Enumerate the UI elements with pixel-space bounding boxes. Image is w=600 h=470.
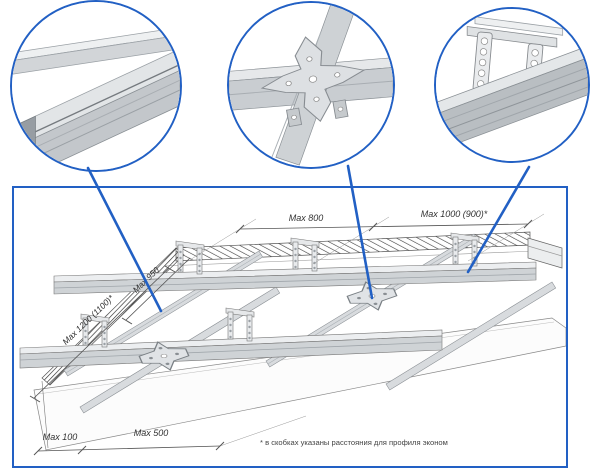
assembly-drawing-frame: Max 800 Max 1000 (900)* Max 1200 (1100)*… — [12, 186, 568, 468]
hanger — [450, 232, 480, 267]
detail-circle-crab-connector — [227, 1, 395, 169]
detail-circle-anchor-hanger — [434, 7, 590, 163]
anchor-hanger-icon — [436, 9, 588, 161]
dimension-top: Max 800 Max 1000 (900)* — [235, 209, 533, 234]
ceiling-assembly-drawing: Max 800 Max 1000 (900)* Max 1200 (1100)*… — [19, 209, 566, 456]
gypsum-board — [33, 317, 566, 451]
main-profiles — [19, 261, 537, 369]
detail-circle-profiles-crossing — [10, 0, 182, 172]
dimension-label: Max 800 — [289, 213, 324, 223]
dimension-label: Max 100 — [43, 432, 78, 442]
crab-connector-icon — [229, 3, 393, 167]
dimension-label: Max 500 — [134, 428, 169, 438]
hanger — [225, 307, 255, 342]
dimension-bottom: Max 100 Max 500 — [33, 428, 225, 456]
footnote: * в скобках указаны расстояния для профи… — [260, 438, 448, 447]
dimension-label: Max 1000 (900)* — [421, 209, 488, 219]
profiles-crossing-icon — [12, 2, 180, 170]
